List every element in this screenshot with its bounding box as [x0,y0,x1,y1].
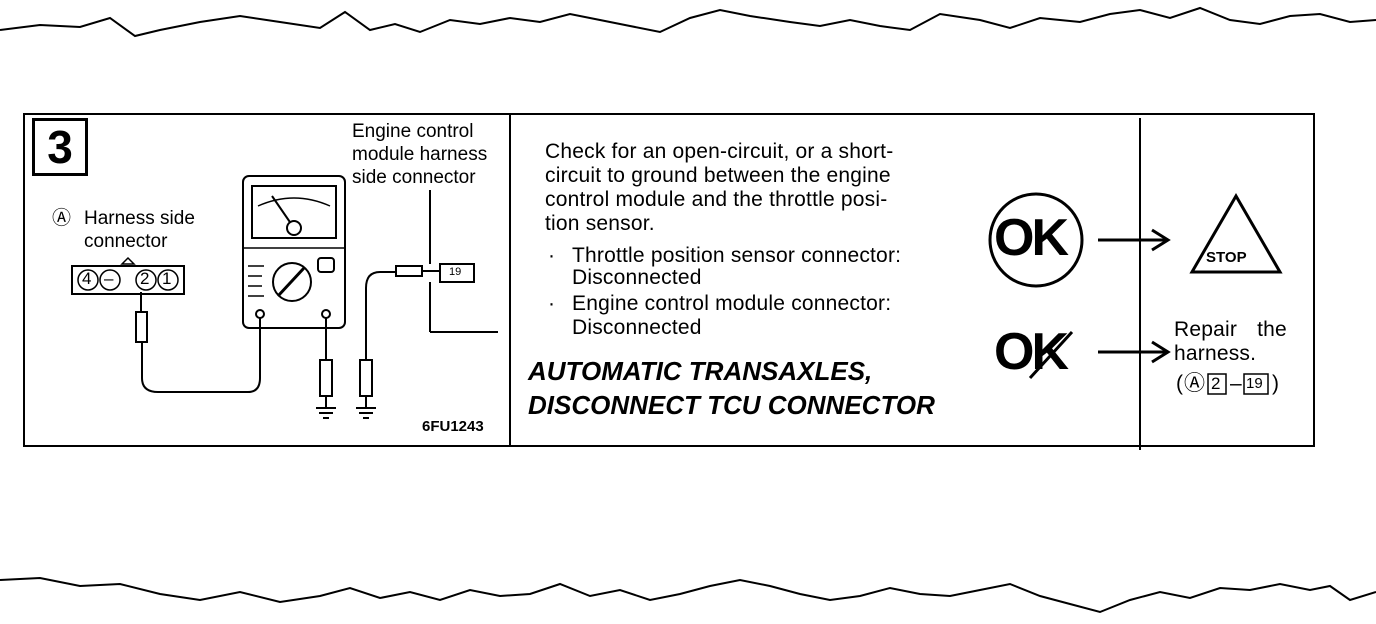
ng-label: OK [994,323,1069,381]
harness-connector-drawing [71,256,185,295]
check-line: control module and the throttle posi- [545,188,888,211]
harness-marker: Ⓐ [52,208,72,229]
repair-marker: Ⓐ [1184,372,1206,395]
connector-pin: 2 [140,269,150,288]
check-line: tion sensor. [545,212,655,235]
warning-line1: AUTOMATIC TRANSAXLES, [528,356,873,386]
ecm-pin: 19 [449,266,462,278]
stop-triangle [1189,193,1283,274]
ok-arrow [1098,228,1171,252]
bullet-line1: Throttle position sensor connector: [572,244,902,267]
bullet-line2: Disconnected [572,266,702,289]
torn-edge-bottom [0,576,1376,614]
ok-circle [988,192,1084,288]
connector-pin: 4 [82,269,92,288]
harness-label-line2: connector [84,231,168,252]
repair-line2: harness. [1174,342,1257,365]
ok-label: OK [994,209,1069,267]
check-line: circuit to ground between the engine [545,164,891,187]
multimeter-drawing [242,175,346,329]
ecm-label-line2: module harness [352,144,488,165]
repair-pin-box-b [1243,373,1269,395]
bullet-line1: Engine control module connector: [572,292,892,315]
repair-pin-a: 2 [1211,374,1221,393]
figure-code: 6FU1243 [422,418,484,435]
bullet-mark: · [548,292,556,315]
repair-close: ) [1272,372,1280,395]
ng-strike [1028,330,1074,380]
step-number: 3 [32,118,88,176]
ecm-label-line3: side connector [352,167,476,188]
repair-open: ( [1176,372,1184,395]
torn-edge-top [0,6,1376,38]
connector-pin: – [104,269,114,288]
stop-label: STOP [1206,249,1247,266]
connector-pin: 1 [162,269,172,288]
repair-pin-b: 19 [1246,375,1263,392]
check-line: Check for an open-circuit, or a short- [545,140,894,163]
ecm-label-line1: Engine control [352,121,474,142]
step-frame [23,113,1315,447]
harness-label-line1: Harness side [84,208,195,229]
ng-arrow [1098,340,1171,364]
repair-dash: – [1230,372,1242,395]
test-leads-drawing [135,190,498,419]
repair-line1: Repair the [1174,318,1287,341]
repair-pin-box-a [1207,373,1227,395]
warning-line2: DISCONNECT TCU CONNECTOR [528,390,935,420]
bullet-mark: · [548,244,556,267]
bullet-line2: Disconnected [572,316,702,339]
